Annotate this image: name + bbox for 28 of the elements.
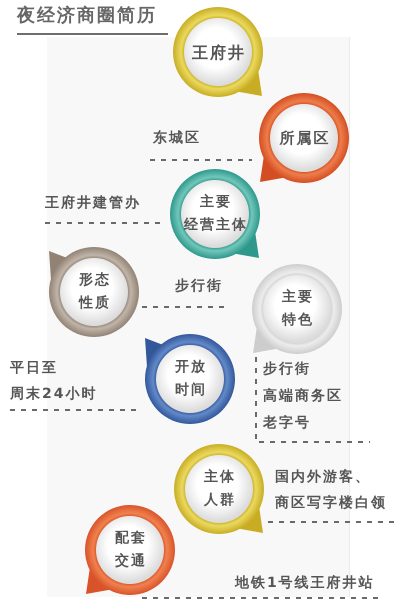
speech-bubble bbox=[169, 168, 261, 260]
bubble-label: 主体人群 bbox=[202, 468, 236, 510]
bubble-label: 形态性质 bbox=[77, 271, 111, 313]
value-text: 商区写字楼白领 bbox=[275, 494, 387, 513]
bubble-label: 主要经营主体 bbox=[182, 192, 248, 235]
bubble-label: 所属区 bbox=[278, 128, 330, 148]
bubble-label: 开放时间 bbox=[174, 358, 207, 400]
speech-bubble bbox=[172, 6, 264, 98]
value-text: 平日至 bbox=[10, 359, 58, 378]
value-text: 步行街 bbox=[263, 360, 311, 379]
speech-bubble bbox=[251, 263, 343, 355]
value-text: 地铁1号线王府井站 bbox=[235, 574, 375, 593]
speech-bubble bbox=[173, 443, 265, 535]
value-text: 东城区 bbox=[153, 129, 201, 148]
value-text: 王府井建管办 bbox=[45, 194, 141, 213]
title: 夜经济商圈简历 bbox=[17, 4, 168, 35]
value-text: 周末24小时 bbox=[10, 385, 98, 404]
speech-bubble bbox=[144, 333, 236, 425]
bubble-label: 主要特色 bbox=[280, 288, 314, 330]
speech-bubble bbox=[84, 504, 176, 596]
speech-bubble bbox=[258, 92, 350, 184]
value-text: 步行街 bbox=[175, 277, 223, 296]
bubble-label: 配套交通 bbox=[114, 529, 147, 571]
value-text: 国内外游客、 bbox=[275, 468, 371, 487]
value-text: 高端商务区 bbox=[263, 386, 343, 406]
bubble-label: 王府井 bbox=[191, 42, 246, 64]
speech-bubble bbox=[48, 246, 140, 338]
value-text: 老字号 bbox=[263, 414, 311, 433]
